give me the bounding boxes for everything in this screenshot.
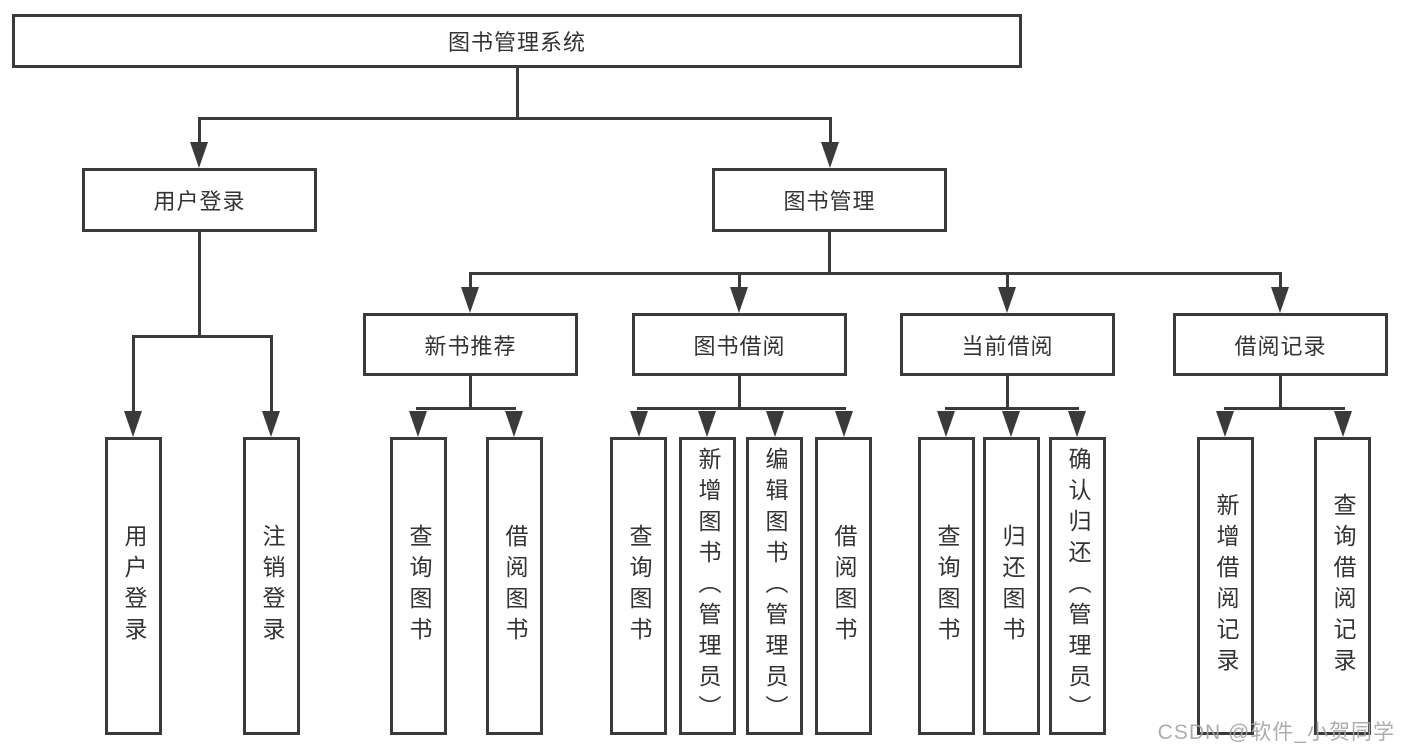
connector-line — [829, 117, 832, 145]
arrow-down-icon — [630, 411, 648, 437]
arrow-down-icon — [1068, 411, 1086, 437]
leaf-query-borrow-record: 查询借阅记录 — [1314, 437, 1371, 735]
leaf-add-borrow-record-label: 新增借阅记录 — [1213, 493, 1239, 679]
arrow-down-icon — [190, 142, 208, 168]
connector-line — [469, 376, 472, 410]
arrow-down-icon — [461, 287, 479, 313]
arrow-down-icon — [1002, 411, 1020, 437]
leaf-borrow-books-recommend-label: 借阅图书 — [502, 524, 528, 648]
leaf-query-borrow-record-label: 查询借阅记录 — [1330, 493, 1356, 679]
node-new-book-recommend: 新书推荐 — [363, 313, 578, 376]
arrow-down-icon — [821, 142, 839, 168]
arrow-down-icon — [262, 411, 280, 437]
connector-line — [1006, 376, 1009, 410]
connector-line — [1279, 272, 1282, 292]
connector-line — [738, 376, 741, 410]
connector-line — [828, 232, 831, 275]
leaf-query-books-borrowing-label: 查询图书 — [626, 524, 652, 648]
leaf-query-books-recommend-label: 查询图书 — [406, 524, 432, 648]
node-library-system: 图书管理系统 — [12, 14, 1022, 68]
leaf-edit-book-admin-label: 编辑图书（管理员） — [762, 446, 788, 726]
arrow-down-icon — [505, 411, 523, 437]
node-library-system-label: 图书管理系统 — [447, 30, 586, 55]
arrow-down-icon — [1334, 411, 1352, 437]
leaf-logout: 注销登录 — [243, 437, 300, 735]
leaf-query-books-current: 查询图书 — [918, 437, 975, 735]
arrow-down-icon — [730, 287, 748, 313]
leaf-return-books-label: 归还图书 — [999, 524, 1025, 648]
leaf-borrow-books: 借阅图书 — [815, 437, 872, 735]
connector-line — [416, 407, 516, 410]
node-user-login: 用户登录 — [82, 168, 317, 232]
leaf-add-book-admin: 新增图书（管理员） — [679, 437, 736, 735]
connector-line — [469, 272, 472, 292]
leaf-logout-label: 注销登录 — [259, 524, 285, 648]
node-current-borrowing: 当前借阅 — [900, 313, 1115, 376]
node-user-login-label: 用户登录 — [153, 189, 246, 214]
node-borrowing-records-label: 借阅记录 — [1234, 333, 1327, 359]
connector-line — [270, 335, 273, 415]
connector-line — [1224, 407, 1345, 410]
connector-line — [198, 232, 201, 338]
arrow-down-icon — [998, 287, 1016, 313]
leaf-confirm-return-admin-label: 确认归还（管理员） — [1065, 446, 1091, 726]
leaf-borrow-books-label: 借阅图书 — [831, 524, 857, 648]
node-book-management: 图书管理 — [712, 168, 947, 232]
leaf-edit-book-admin: 编辑图书（管理员） — [746, 437, 803, 735]
leaf-confirm-return-admin: 确认归还（管理员） — [1049, 437, 1106, 735]
node-book-borrowing: 图书借阅 — [632, 313, 847, 376]
arrow-down-icon — [937, 411, 955, 437]
connector-line — [198, 117, 832, 120]
arrow-down-icon — [766, 411, 784, 437]
leaf-query-books-recommend: 查询图书 — [390, 437, 447, 735]
connector-line — [132, 335, 135, 415]
connector-line — [637, 407, 846, 410]
leaf-query-books-current-label: 查询图书 — [934, 524, 960, 648]
arrow-down-icon — [698, 411, 716, 437]
node-new-book-recommend-label: 新书推荐 — [424, 333, 517, 359]
arrow-down-icon — [409, 411, 427, 437]
leaf-user-login-label: 用户登录 — [121, 524, 147, 648]
leaf-return-books: 归还图书 — [983, 437, 1040, 735]
arrow-down-icon — [1216, 411, 1234, 437]
leaf-add-borrow-record: 新增借阅记录 — [1197, 437, 1254, 735]
connector-line — [945, 407, 1079, 410]
node-book-borrowing-label: 图书借阅 — [693, 333, 786, 359]
connector-line — [198, 117, 201, 145]
leaf-query-books-borrowing: 查询图书 — [610, 437, 667, 735]
connector-line — [132, 335, 273, 338]
connector-line — [516, 68, 519, 120]
arrow-down-icon — [835, 411, 853, 437]
node-borrowing-records: 借阅记录 — [1173, 313, 1388, 376]
leaf-user-login: 用户登录 — [105, 437, 162, 735]
connector-line — [1006, 272, 1009, 292]
node-current-borrowing-label: 当前借阅 — [961, 333, 1054, 359]
node-book-management-label: 图书管理 — [783, 189, 876, 214]
leaf-add-book-admin-label: 新增图书（管理员） — [695, 446, 721, 726]
arrow-down-icon — [124, 411, 142, 437]
connector-line — [738, 272, 741, 292]
leaf-borrow-books-recommend: 借阅图书 — [486, 437, 543, 735]
connector-line — [469, 272, 1282, 275]
csdn-watermark: CSDN @软件_小贺同学 — [1157, 721, 1395, 744]
arrow-down-icon — [1271, 287, 1289, 313]
connector-line — [1279, 376, 1282, 410]
